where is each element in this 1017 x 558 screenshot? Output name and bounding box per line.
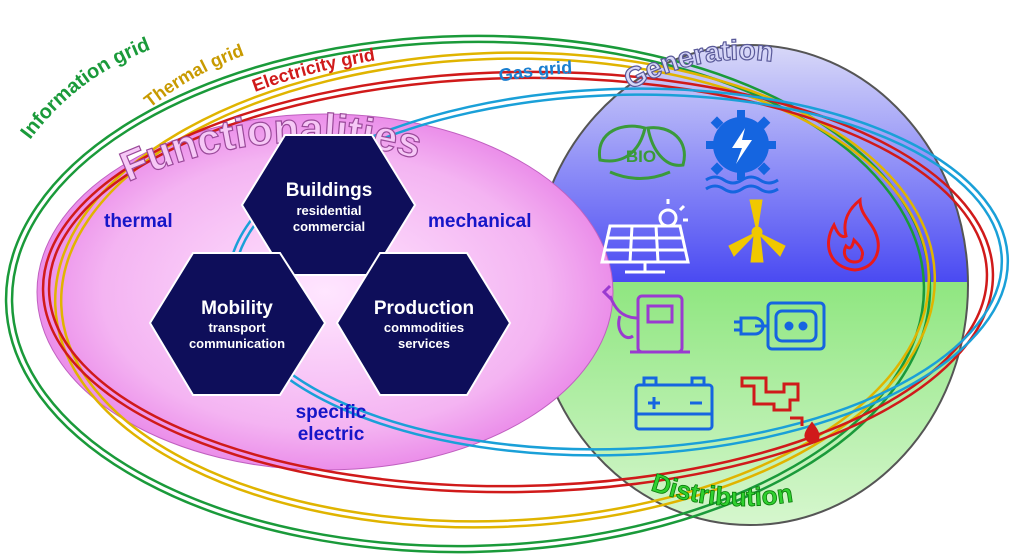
thermal-label: thermal [104, 211, 173, 232]
bio-leaf-icon: BIO [598, 124, 686, 180]
mobility-hexagon: Mobility transport communication [148, 252, 327, 396]
production-line2: services [398, 336, 450, 351]
power-socket-icon [734, 301, 826, 351]
information-grid-ring [4, 34, 932, 554]
production-hexagon: Production commodities services [335, 252, 512, 396]
battery-icon [634, 376, 714, 431]
fuel-pump-icon [601, 284, 690, 354]
mobility-line1: transport [208, 320, 266, 335]
mobility-line2: communication [189, 336, 285, 351]
thermal-grid-ring [53, 51, 937, 529]
wind-turbine-icon [728, 199, 786, 263]
buildings-line1: residential [296, 203, 361, 218]
buildings-title: Buildings [286, 180, 373, 201]
bio-text: BIO [626, 147, 656, 166]
production-title: Production [374, 298, 474, 319]
solar-panel-icon [600, 199, 690, 274]
electric-label: electric [298, 424, 365, 445]
specific-label: specific [296, 402, 367, 423]
production-line1: commodities [384, 320, 464, 335]
buildings-line2: commercial [293, 219, 365, 234]
mobility-title: Mobility [201, 298, 273, 319]
electricity-grid-ring [41, 70, 995, 494]
buildings-hexagon: Buildings residential commercial [240, 134, 417, 276]
water-pipe-icon [740, 376, 820, 444]
mechanical-label: mechanical [428, 211, 532, 232]
flame-icon [827, 196, 880, 272]
